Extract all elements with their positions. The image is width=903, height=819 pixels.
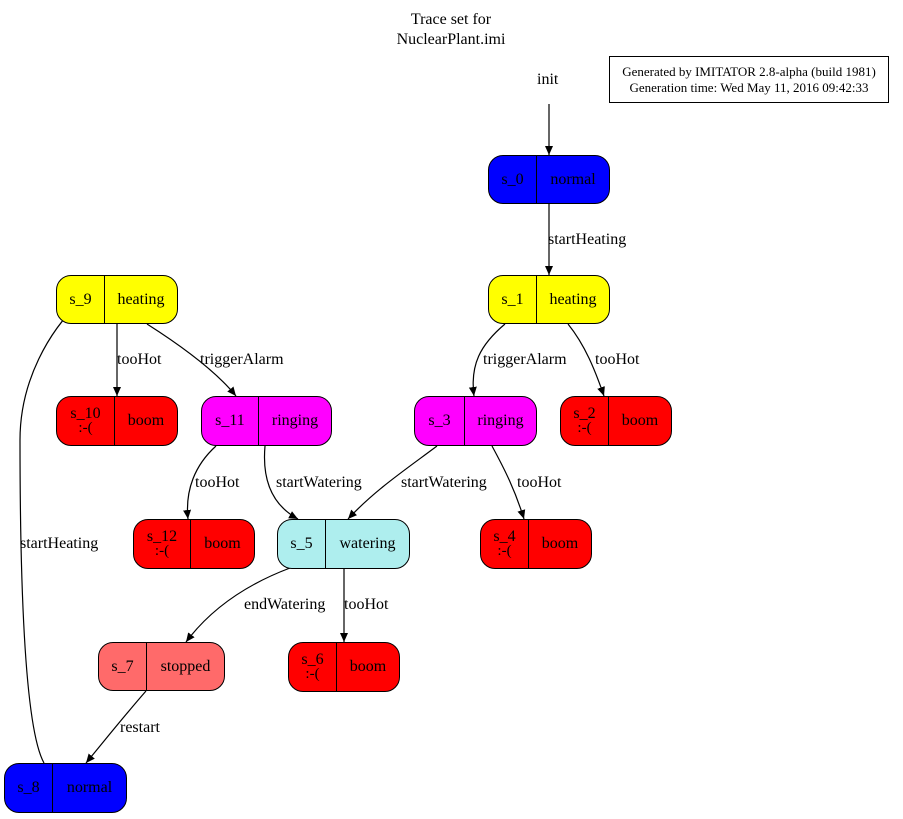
- edge-s11-s12: [183, 445, 217, 520]
- state-location: heating: [549, 290, 597, 308]
- state-location: ringing: [477, 412, 524, 429]
- state-id: s_9: [57, 276, 105, 323]
- state-id: s_6: [301, 651, 324, 668]
- state-s0[interactable]: s_0 normal: [488, 155, 610, 204]
- edge-s3-s4: [491, 445, 526, 520]
- state-location: stopped: [160, 657, 211, 675]
- generation-time-text: Generation time: Wed May 11, 2016 09:42:…: [629, 80, 869, 95]
- state-s7[interactable]: s_7 stopped: [98, 642, 225, 691]
- edge-label-s1-s3: triggerAlarm: [483, 351, 567, 368]
- edge-s1-s3: [468, 323, 506, 397]
- edge-label-s0-s1: startHeating: [548, 231, 627, 248]
- edge-s9-s11: [146, 323, 237, 397]
- edge-s3-s5: [347, 445, 438, 520]
- generation-info-box: Generated by IMITATOR 2.8-alpha (build 1…: [609, 56, 889, 103]
- state-location: boom: [621, 412, 659, 429]
- edge-s8-s9: [19, 301, 81, 764]
- state-s12[interactable]: s_12 :-( boom: [133, 519, 255, 569]
- state-id: s_5: [278, 520, 326, 568]
- state-s10[interactable]: s_10 :-( boom: [56, 396, 178, 446]
- edge-label-s11-s12: tooHot: [195, 474, 240, 491]
- state-face: :-(: [78, 420, 93, 436]
- state-id: s_3: [415, 397, 465, 445]
- edge-label-s3-s5: startWatering: [401, 474, 487, 491]
- state-id: s_1: [489, 276, 537, 323]
- state-id-cell: s_2 :-(: [561, 397, 609, 445]
- state-s8[interactable]: s_8 normal: [4, 763, 127, 813]
- state-id-cell: s_10 :-(: [57, 397, 115, 445]
- state-location: boom: [349, 658, 387, 675]
- edge-s7-s8: [85, 690, 147, 764]
- edge-label-s3-s4: tooHot: [517, 474, 562, 491]
- title-line-2: NuclearPlant.imi: [396, 31, 506, 48]
- edge-s11-s5: [263, 445, 299, 520]
- state-id: s_11: [202, 397, 259, 445]
- state-s6[interactable]: s_6 :-( boom: [288, 642, 400, 692]
- state-face: :-(: [497, 543, 512, 559]
- edge-s1-s2: [567, 323, 605, 397]
- generated-by-text: Generated by IMITATOR 2.8-alpha (build 1…: [622, 64, 876, 79]
- edge-label-s9-s11: triggerAlarm: [200, 351, 284, 368]
- init-label: init: [537, 71, 559, 88]
- state-location: boom: [127, 412, 165, 429]
- state-id-cell: s_12 :-(: [134, 520, 191, 568]
- diagram-title: Trace set for NuclearPlant.imi: [351, 10, 551, 50]
- edge-label-s9-s10: tooHot: [117, 351, 162, 368]
- title-line-1: Trace set for: [410, 11, 492, 28]
- state-id: s_7: [99, 643, 147, 690]
- edge-label-s8-s9: startHeating: [20, 535, 99, 552]
- state-id-cell: s_4 :-(: [481, 520, 529, 568]
- state-location: ringing: [271, 412, 319, 429]
- state-id: s_8: [5, 764, 53, 812]
- edge-s5-s7: [185, 567, 291, 643]
- state-location: watering: [339, 535, 396, 552]
- state-s3[interactable]: s_3 ringing: [414, 396, 537, 446]
- state-s5[interactable]: s_5 watering: [277, 519, 410, 569]
- state-location: boom: [204, 535, 241, 552]
- state-face: :-(: [305, 666, 320, 682]
- edge-label-s5-s6: tooHot: [344, 596, 389, 613]
- state-location: boom: [541, 535, 579, 552]
- state-location: normal: [550, 170, 596, 188]
- state-location: heating: [117, 290, 165, 308]
- edge-label-s5-s7: endWatering: [244, 596, 326, 613]
- edge-label-s1-s2: tooHot: [595, 351, 640, 368]
- state-id-cell: s_6 :-(: [289, 643, 337, 691]
- edge-label-s7-s8: restart: [120, 719, 160, 736]
- state-s9[interactable]: s_9 heating: [56, 275, 178, 324]
- state-id: s_2: [573, 405, 596, 422]
- state-s4[interactable]: s_4 :-( boom: [480, 519, 592, 569]
- state-id: s_0: [489, 156, 537, 203]
- edge-label-s11-s5: startWatering: [276, 474, 362, 491]
- state-face: :-(: [577, 420, 592, 436]
- state-id: s_4: [493, 528, 516, 545]
- state-s1[interactable]: s_1 heating: [488, 275, 610, 324]
- state-location: normal: [66, 779, 113, 796]
- state-s2[interactable]: s_2 :-( boom: [560, 396, 672, 446]
- state-face: :-(: [154, 543, 170, 559]
- state-s11[interactable]: s_11 ringing: [201, 396, 332, 446]
- state-id: s_10: [70, 405, 101, 422]
- state-id: s_12: [146, 528, 178, 545]
